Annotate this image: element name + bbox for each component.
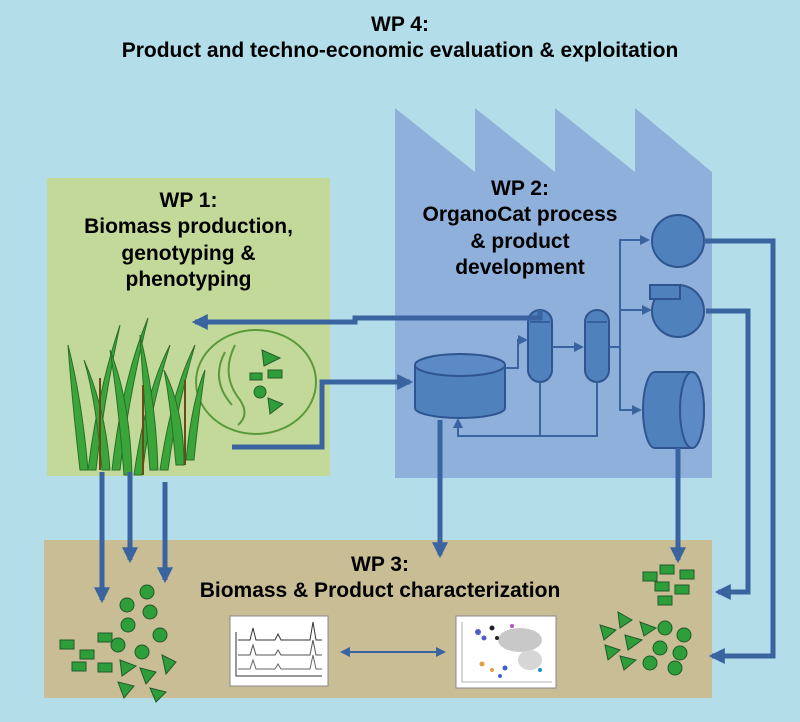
wp4-heading: WP 4:	[371, 13, 429, 36]
product-vessel-drum	[642, 371, 705, 449]
wp3-title: Biomass & Product characterization	[199, 579, 561, 603]
wp2-line2: & product	[470, 229, 570, 253]
grass-icon	[67, 317, 206, 476]
wp2-label: WP 2: OrganoCat process & product develo…	[400, 176, 640, 281]
tank-icon	[414, 353, 506, 419]
wp2-heading: WP 2:	[491, 177, 549, 200]
arrow-wp2-to-wp1	[191, 310, 543, 331]
wp1-label: WP 1: Biomass production, genotyping & p…	[47, 188, 330, 293]
arrow-pump-to-wp3	[706, 308, 751, 601]
wp4-title: Product and techno-economic evaluation &…	[121, 39, 679, 63]
spectrum-chart-icon	[229, 615, 329, 687]
product-shapes-right	[599, 564, 695, 676]
wp1-line2: genotyping &	[121, 241, 256, 265]
wp3-label: WP 3: Biomass & Product characterization	[100, 552, 660, 605]
column-icon-2	[584, 309, 610, 383]
cluster-plot-icon	[455, 615, 557, 689]
flow-arrows	[93, 238, 776, 665]
product-vessel-pump	[649, 284, 705, 338]
wp1-heading: WP 1:	[159, 189, 218, 212]
wp4-label: WP 4: Product and techno-economic evalua…	[0, 12, 800, 65]
grass-stems	[99, 378, 186, 475]
arrow-sphere-to-wp3	[704, 238, 776, 665]
column-icon-1	[527, 309, 553, 383]
wp1-line3: phenotyping	[125, 267, 252, 291]
wp1-line1: Biomass production,	[84, 215, 293, 239]
wp3-heading: WP 3:	[351, 553, 409, 576]
product-vessel-sphere	[651, 214, 705, 268]
arrow-wp1-to-tank	[232, 373, 414, 450]
wp2-line1: OrganoCat process	[422, 203, 618, 227]
product-shapes-left	[59, 584, 177, 703]
plant-cell-icon	[195, 329, 317, 435]
wp2-line3: development	[455, 255, 585, 279]
process-flow-thin	[453, 235, 652, 437]
